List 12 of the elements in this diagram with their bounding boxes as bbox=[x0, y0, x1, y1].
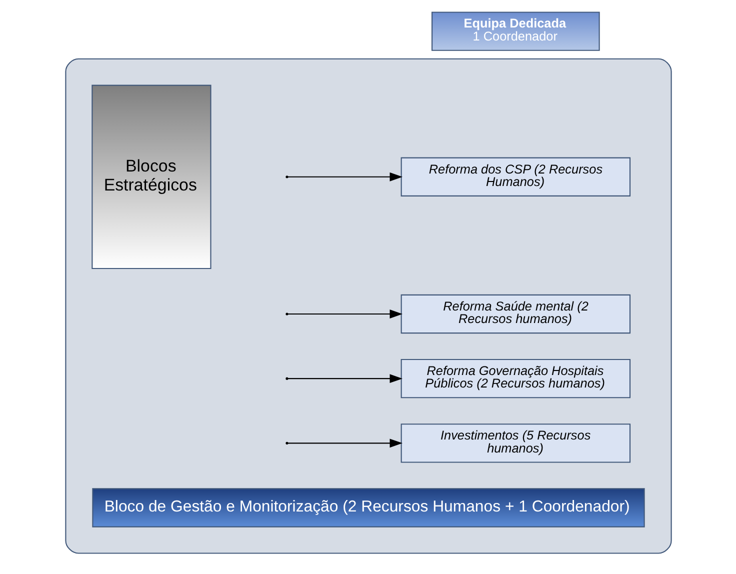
node-box: Investimentos (5 Recursos humanos) bbox=[400, 424, 630, 463]
node-box: Equipa Dedicada 1 Coordenador bbox=[431, 12, 600, 51]
node-box: Bloco de Gestão e Monitorização (2 Recursos Humanos + 1 Coordenador) bbox=[92, 488, 644, 528]
node-box: Reforma Saúde mental (2 Recursos humanos) bbox=[400, 294, 630, 334]
arrow bbox=[287, 374, 402, 384]
arrow bbox=[287, 438, 402, 448]
arrow bbox=[287, 310, 402, 318]
arrow bbox=[287, 172, 402, 182]
node-box: Reforma dos CSP (2 Recursos Humanos) bbox=[400, 157, 630, 196]
cluster bbox=[64, 58, 672, 554]
node-box: Reforma Governação Hospitais Públicos (2 Recursos humanos) bbox=[400, 359, 630, 398]
node-box: Blocos Estratégicos bbox=[91, 84, 211, 269]
